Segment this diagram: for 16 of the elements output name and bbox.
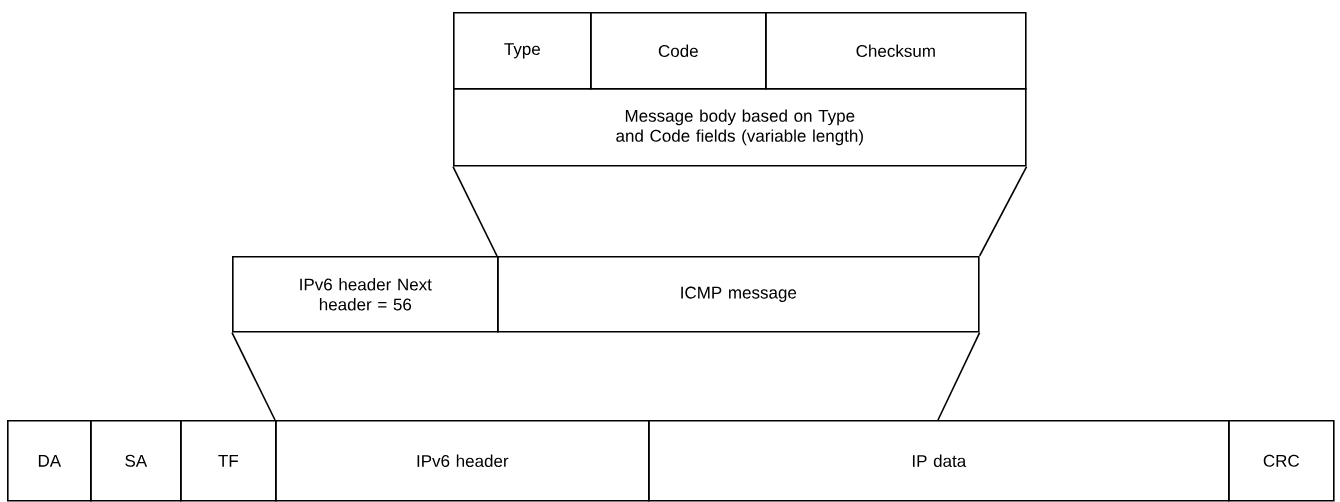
expansion-line xyxy=(452,165,498,257)
field-box: TF xyxy=(180,420,277,502)
field-box: IP data xyxy=(648,420,1230,502)
field-box: IPv6 header xyxy=(275,420,650,502)
field-box: Message body based on Type and Code fields (variable length) xyxy=(453,88,1027,167)
field-box: Checksum xyxy=(765,12,1027,90)
field-box: ICMP message xyxy=(497,256,980,333)
field-box: IPv6 header Next header = 56 xyxy=(232,256,499,333)
field-box: DA xyxy=(7,420,92,502)
expansion-line xyxy=(978,165,1028,257)
field-box: CRC xyxy=(1228,420,1335,502)
field-box: Code xyxy=(590,12,767,90)
expansion-line xyxy=(231,331,276,421)
field-box: SA xyxy=(90,420,182,502)
field-box: Type xyxy=(453,12,592,90)
expansion-line xyxy=(937,331,981,421)
